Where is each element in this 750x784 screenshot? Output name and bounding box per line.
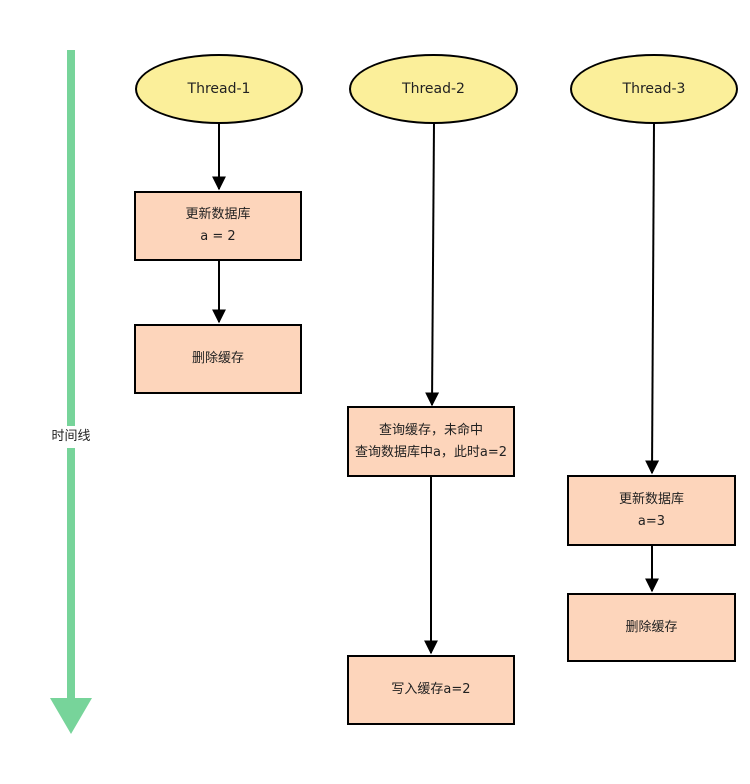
step-line: 更新数据库 xyxy=(185,207,251,222)
thread-2-step-1-box: 查询缓存，未命中 查询数据库中a，此时a=2 xyxy=(347,406,515,477)
timeline-arrow-head xyxy=(50,698,92,734)
step-line: 删除缓存 xyxy=(625,619,678,635)
step-line: 写入缓存a=2 xyxy=(391,682,471,697)
step-line: 删除缓存 xyxy=(191,351,244,366)
thread-3-node: Thread-3 xyxy=(570,54,738,124)
step-line: a=3 xyxy=(637,513,666,529)
step-line: 查询数据库中a，此时a=2 xyxy=(354,444,508,460)
thread-3-step-2-box: 删除缓存 xyxy=(567,593,736,662)
step-line: 更新数据库 xyxy=(618,491,684,507)
thread-3-to-step-1-arrow xyxy=(645,122,660,475)
step-line: a = 2 xyxy=(200,229,236,244)
thread-1-step-1-box: 更新数据库 a = 2 xyxy=(134,191,302,261)
thread-1-label: Thread-1 xyxy=(187,80,251,97)
timeline-label: 时间线 xyxy=(42,426,100,448)
thread-2-label: Thread-2 xyxy=(402,80,465,97)
thread-1-step-2-box: 删除缓存 xyxy=(134,324,302,394)
step-line: 查询缓存，未命中 xyxy=(378,422,483,438)
thread-2-step-2-box: 写入缓存a=2 xyxy=(347,655,515,725)
thread-1-node: Thread-1 xyxy=(135,54,303,124)
thread-2-node: Thread-2 xyxy=(349,54,518,124)
thread-2-to-step-1-arrow xyxy=(425,122,440,407)
thread-3-step-1-box: 更新数据库 a=3 xyxy=(567,475,736,546)
thread-3-label: Thread-3 xyxy=(622,80,686,97)
